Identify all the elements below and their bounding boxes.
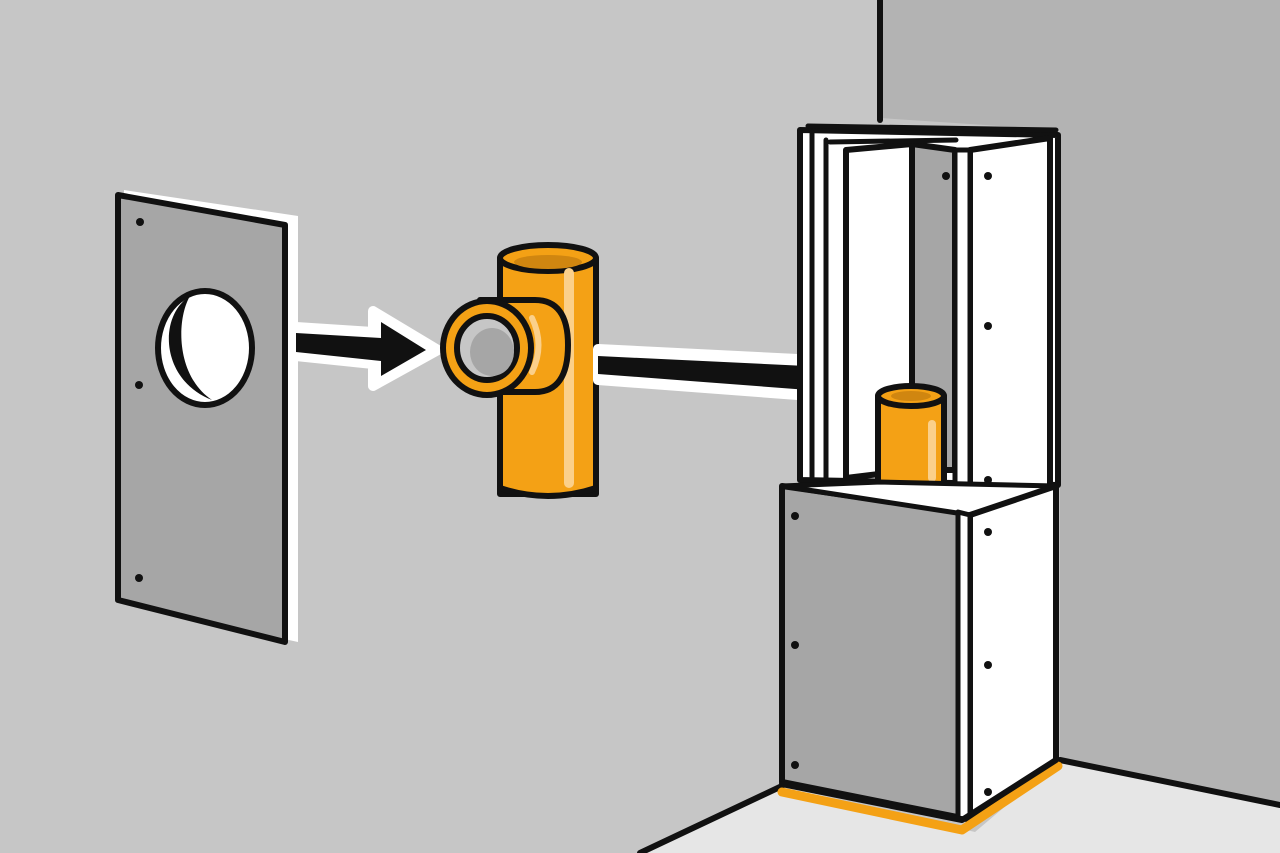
- screw-hole: [984, 528, 992, 536]
- screw-hole: [942, 172, 950, 180]
- chimney-enclosure: [777, 123, 1063, 835]
- arrow-right-icon: [291, 306, 443, 391]
- screw-hole: [984, 172, 992, 180]
- screw-hole: [791, 761, 799, 769]
- floor-edge-right: [1057, 757, 1280, 808]
- installed-pipe: [875, 383, 947, 493]
- screw-hole: [984, 661, 992, 669]
- floor-seal-strip: [777, 761, 1063, 835]
- floor-edge-line: [637, 783, 785, 853]
- screw-hole: [791, 641, 799, 649]
- screw-hole: [984, 322, 992, 330]
- floor: [640, 760, 1280, 853]
- side-panel-upper: [967, 135, 1053, 511]
- front-panel-lower: [779, 483, 965, 821]
- screw-hole: [984, 788, 992, 796]
- screw-hole: [135, 381, 143, 389]
- screw-hole: [135, 574, 143, 582]
- screw-hole: [136, 218, 144, 226]
- t-pipe-fitting: [440, 242, 599, 499]
- cover-plate: [115, 190, 298, 645]
- screw-hole: [791, 512, 799, 520]
- side-wall: [880, 0, 1280, 805]
